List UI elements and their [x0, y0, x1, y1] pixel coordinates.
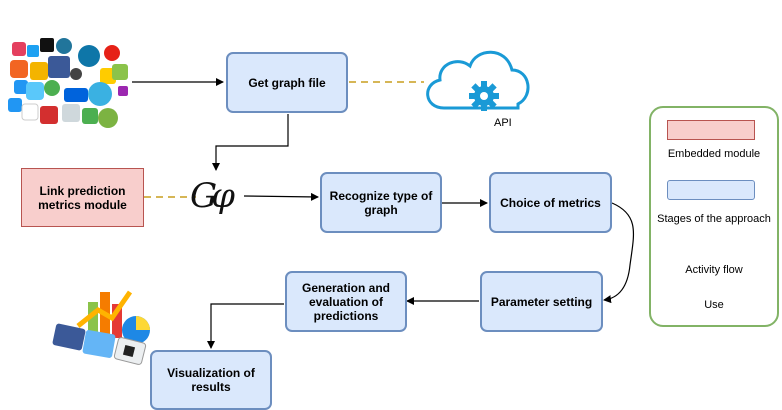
arrow-choice-to-parameter — [603, 202, 635, 304]
legend-embedded-label: Embedded module — [667, 148, 761, 160]
arrow-gephi-to-recognize — [243, 192, 319, 201]
stage-parameter-setting[interactable]: Parameter setting — [480, 271, 603, 332]
legend-use-label: Use — [704, 299, 724, 311]
social-media-icons — [8, 38, 128, 128]
stage-generation-evaluation[interactable]: Generation and evaluation of predictions — [285, 271, 407, 332]
stage-generation-evaluation-label: Generation and evaluation of predictions — [301, 280, 390, 323]
stage-choice-metrics[interactable]: Choice of metrics — [489, 172, 612, 233]
stage-recognize-type[interactable]: Recognize type of graph — [320, 172, 442, 233]
activity-flow-arrows — [132, 78, 635, 349]
cloud-gear-icon — [426, 50, 530, 111]
legend-activity-label: Activity flow — [685, 264, 743, 276]
stage-parameter-setting-label: Parameter setting — [490, 294, 593, 309]
stage-get-graph-file[interactable]: Get graph file — [226, 52, 348, 113]
link-prediction-module[interactable]: Link prediction metrics module — [21, 168, 144, 227]
stage-visualization-label: Visualization of results — [167, 366, 255, 394]
stage-get-graph-file-label: Get graph file — [248, 75, 326, 90]
link-prediction-module-label: Link prediction metrics module — [38, 183, 127, 212]
gephi-logo-icon: Gφ — [190, 176, 235, 216]
arrow-getfile-to-gephi — [212, 114, 289, 171]
stage-visualization[interactable]: Visualization of results — [150, 350, 272, 410]
use-lines — [144, 81, 424, 198]
analytics-icon — [52, 290, 150, 365]
legend-stages-label: Stages of the approach — [657, 213, 771, 225]
legend-stages-swatch — [667, 180, 755, 200]
legend-embedded-swatch — [667, 120, 755, 140]
stage-choice-metrics-label: Choice of metrics — [500, 195, 601, 210]
legend-box: Embedded module Stages of the approach A… — [649, 106, 779, 327]
arrow-generation-to-visualization — [207, 303, 284, 349]
stage-recognize-type-label: Recognize type of graph — [329, 188, 433, 217]
api-label: API — [494, 117, 512, 129]
